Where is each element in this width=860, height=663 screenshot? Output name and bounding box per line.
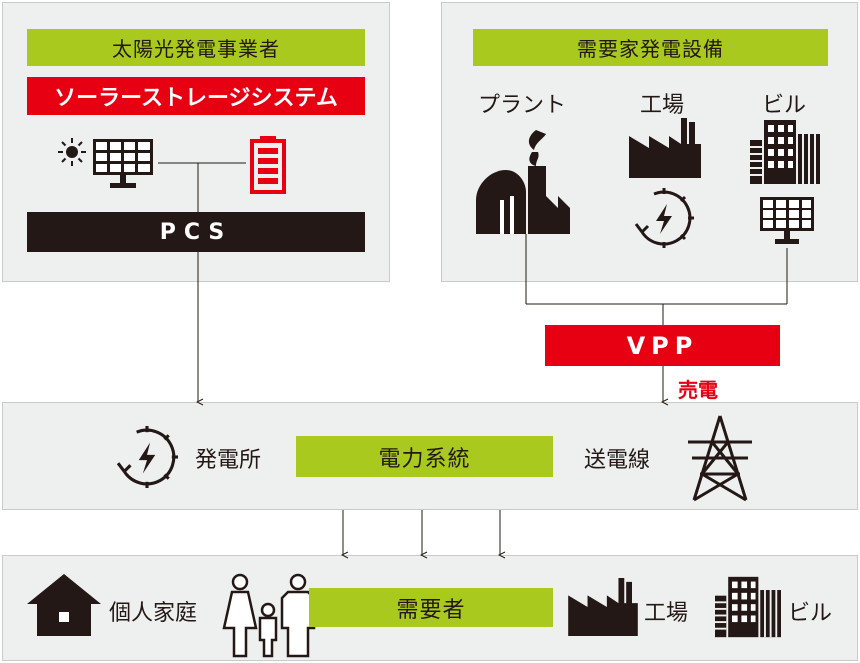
plant-label: プラント xyxy=(478,93,567,118)
solar-panel-icon xyxy=(93,139,153,188)
building-icon xyxy=(750,120,820,184)
transmission-tower-icon xyxy=(688,415,752,502)
pcs-label: PCS xyxy=(27,212,365,252)
consumer-factory-icon xyxy=(568,578,638,636)
plant-icon xyxy=(476,130,570,234)
family-icon xyxy=(222,573,316,658)
factory-icon xyxy=(629,118,701,178)
consumer-building-icon xyxy=(715,576,781,638)
house-icon xyxy=(27,574,101,636)
consumers-title: 需要者 xyxy=(309,588,553,627)
vpp-label: VPP xyxy=(545,325,780,366)
power-system-label: 電力系統 xyxy=(296,436,553,477)
supplier-title: 太陽光発電事業者 xyxy=(27,29,365,66)
sell-power-label: 売電 xyxy=(678,378,718,402)
building-label: ビル xyxy=(762,93,807,118)
consumer-generation-title: 需要家発電設備 xyxy=(473,29,828,66)
consumer-building-label: ビル xyxy=(788,601,833,626)
transmission-line-label: 送電線 xyxy=(584,448,651,473)
power-generation-icon xyxy=(634,188,694,248)
power-station-label: 発電所 xyxy=(195,448,262,473)
household-label: 個人家庭 xyxy=(109,601,198,626)
rooftop-solar-panel-icon xyxy=(760,197,814,244)
battery-icon xyxy=(250,136,286,194)
factory-label: 工場 xyxy=(640,93,685,118)
consumer-factory-label: 工場 xyxy=(644,601,689,626)
storage-system-label: ソーラーストレージシステム xyxy=(27,77,365,115)
power-station-icon xyxy=(116,426,178,488)
sun-icon xyxy=(58,138,86,166)
